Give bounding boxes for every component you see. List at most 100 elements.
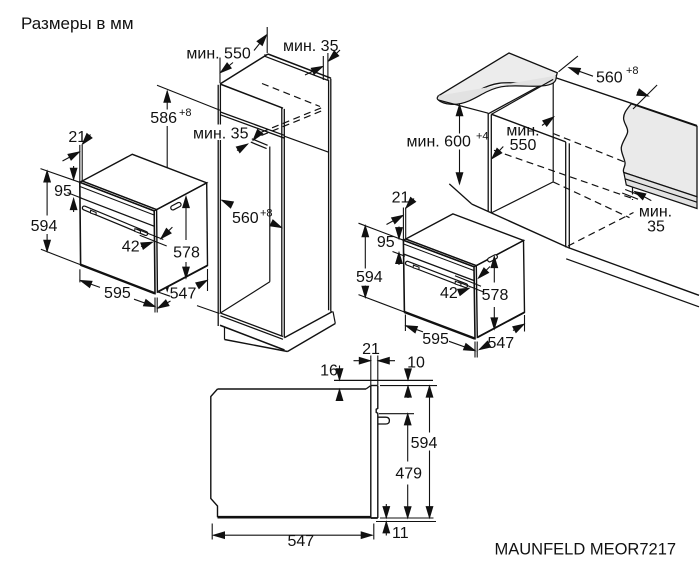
dim-547L-label: 547 <box>170 286 197 303</box>
dim-560R-ext-a <box>558 55 579 73</box>
dim-21S-arrow-left-head <box>358 356 373 365</box>
cabinet-hidden-gap-edge-a <box>261 106 324 133</box>
shelf-gap-arrow-upper-head <box>252 128 264 142</box>
floor-front-edge-right <box>567 246 700 296</box>
dim-42L-arrow-leader-head <box>140 241 154 251</box>
dim-95R-arrow-bottom-head <box>395 250 403 264</box>
dim-560-head-a <box>220 199 235 209</box>
dim-560R-head-b <box>636 88 650 97</box>
dim-min550-arrow-front-head <box>219 62 233 74</box>
page-title: Размеры в мм <box>21 14 134 33</box>
dim-42L-line-b <box>139 234 167 247</box>
cabinet-hidden-gap-edge-b <box>261 109 324 136</box>
dim-21R-label: 21 <box>392 190 410 207</box>
oven-right-door-handle <box>404 260 469 289</box>
dim-594R-head-top <box>361 224 370 238</box>
dim-21L-arrow-a-head <box>81 132 93 146</box>
oven-right-side-bottom-edge <box>476 311 525 339</box>
dim-594R-ext-top <box>358 222 404 241</box>
dim-550R-label-word: мин. <box>506 123 539 140</box>
dim-578R-label: 578 <box>482 287 509 304</box>
dim-547L-head-right <box>195 279 209 290</box>
dim-595R-head-right <box>462 342 477 352</box>
floor-front-edge-right-lower <box>565 258 700 308</box>
dim-600-label: мин. 600 <box>407 134 471 151</box>
cabinet-niche-floor-front-edge <box>220 312 284 338</box>
dim-21L-arrow-b-head <box>67 151 81 161</box>
dim-594S-head-top <box>425 384 434 398</box>
dim-600-head-top <box>455 102 464 117</box>
dim-578L-label: 578 <box>173 245 200 262</box>
dim-42L-arrow-depth-head <box>159 227 172 240</box>
niche-floor-left-edge <box>491 181 554 214</box>
dim-95R-label: 95 <box>377 234 395 251</box>
dim-95L-label: 95 <box>54 183 72 200</box>
dim-11S-label: 11 <box>392 525 409 542</box>
dim-42L-label: 42 <box>122 239 140 256</box>
dim-95R-arrow-top-head <box>395 227 403 241</box>
dim-594L-label: 594 <box>31 218 58 235</box>
cabinet-top-left-edge <box>219 53 269 85</box>
dim-586-ext-top <box>156 84 221 111</box>
dim-594R-head-bottom <box>361 285 370 300</box>
cabinet-shelf-front-edge <box>220 111 285 136</box>
dim-594L-head-top <box>43 169 52 183</box>
dim-594R-label: 594 <box>356 269 383 286</box>
oven-left-handle-post <box>89 209 97 216</box>
oven-right-door-bottom-edge <box>403 310 476 340</box>
oven-right-panel-top-line <box>403 243 475 272</box>
niche-top-front-edge <box>491 113 566 143</box>
dim-42R-label: 42 <box>440 285 458 302</box>
dim-586-ext-bottom <box>157 291 171 297</box>
cabinet-niche-floor-left-edge <box>220 281 271 314</box>
dim-16S-arrow-upper-head <box>335 368 344 382</box>
sideview-top-right-step <box>365 384 372 390</box>
cabinet-bottom-front-edge <box>219 324 285 351</box>
dim-547S-head-left <box>211 531 225 540</box>
dim-42R-line-b <box>457 281 485 293</box>
oven-right-handle-post <box>412 264 420 271</box>
oven-left-side-bottom-edge <box>156 264 208 293</box>
dim-595L-head-right <box>142 298 157 308</box>
dim-11S-arrow-lower-head <box>382 520 391 534</box>
dim-479S-head-top <box>403 412 412 426</box>
cabinet-top-back-edge <box>267 53 332 79</box>
cabinet-top-panel-rear-edge <box>264 55 329 82</box>
dim-42L-line-a <box>136 228 164 241</box>
dim-586-tolerance: +8 <box>179 107 192 119</box>
oven-left-panel-bottom-line <box>79 197 155 227</box>
dim-578R-head-top <box>490 254 499 269</box>
dim-547L-head-left <box>156 299 170 310</box>
dim-11S-arrow-upper-head <box>382 506 391 520</box>
dim-550R-arrow-back-head <box>542 115 555 128</box>
base-cabinet-diagram: 560 +8 мин. 600 +4 мин. 550 мин. 35 <box>407 52 700 308</box>
dim-21L-label: 21 <box>68 129 86 146</box>
dim-550R-arrow-front-head <box>490 147 503 160</box>
oven-left-door-handle <box>81 205 149 237</box>
dim-594L-ext-bottom <box>40 248 81 266</box>
oven-left-silhouette <box>79 154 208 294</box>
oven-right-diagram: 21 95 594 42 578 595 547 <box>356 190 526 358</box>
countertop-right-piece <box>620 103 698 198</box>
dim-16S-label: 16 <box>320 363 338 380</box>
dim-560R-tolerance: +8 <box>626 65 639 77</box>
oven-left-diagram: 21 95 594 42 578 595 547 <box>31 129 209 313</box>
floor-left-edge <box>448 183 473 205</box>
tall-cabinet-diagram: мин. 550 мин. 35 586 +8 мин. 35 560 +8 <box>150 27 341 353</box>
sideview-door-back-line <box>375 385 379 518</box>
cabinet-shelf-front-edge-lower <box>220 114 285 139</box>
dim-547R-head-left <box>477 340 492 351</box>
dim-594R-ext-bottom <box>358 294 405 313</box>
dim-595R-head-left <box>404 325 419 334</box>
model-label: MAUNFELD MEOR7217 <box>495 541 677 559</box>
dim-600-tolerance: +4 <box>476 131 489 143</box>
dim-578R-head-bottom <box>490 317 499 331</box>
dim-550R-label-value: 550 <box>510 137 537 154</box>
cabinet-shelf-side-edge <box>284 135 329 153</box>
dim-min35top-arrow-right-head <box>327 50 340 63</box>
hidden-rear-bottom-edge <box>493 149 632 199</box>
dim-595L-head-left <box>78 279 93 289</box>
niche-top-back-edge <box>554 76 698 127</box>
